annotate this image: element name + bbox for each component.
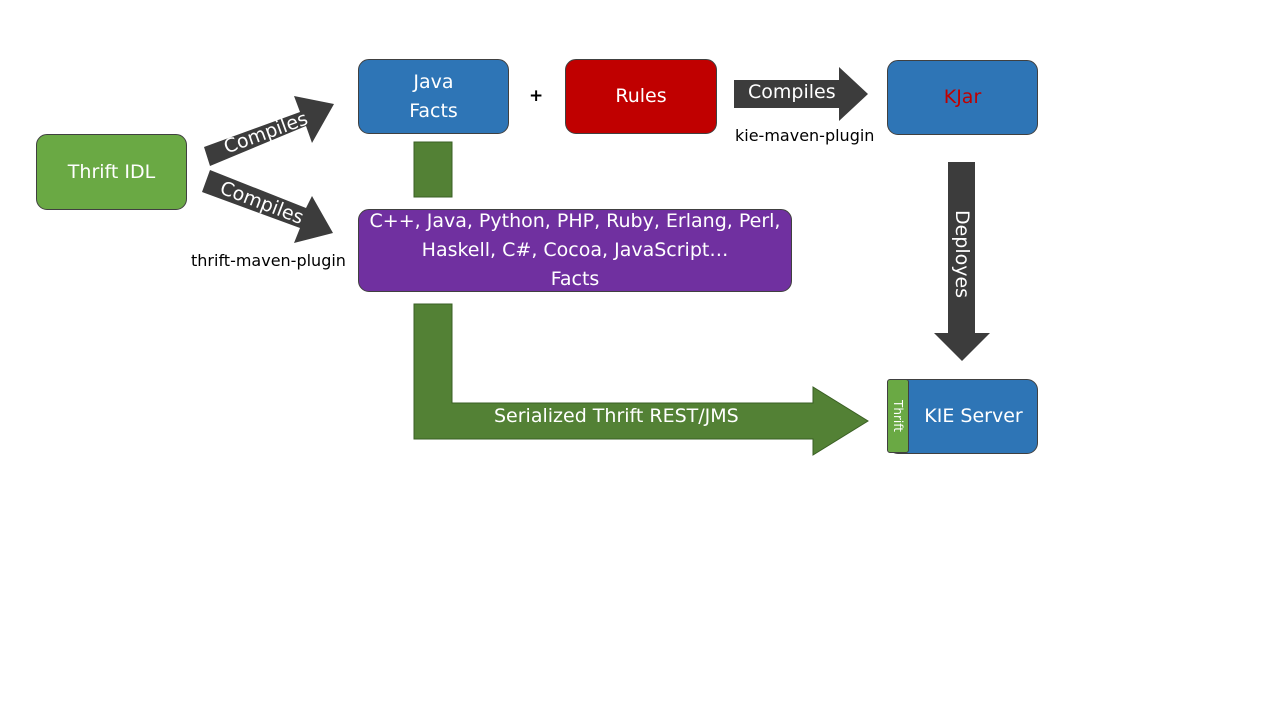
compiles-right-arrow xyxy=(734,67,868,121)
multi-language-line2: Haskell, C#, Cocoa, JavaScript… xyxy=(421,239,729,261)
multi-language-line3: Facts xyxy=(550,268,600,290)
kie-server-label: KIE Server xyxy=(924,405,1023,427)
thrift-idl-label: Thrift IDL xyxy=(67,160,156,183)
multi-language-facts-node: C++, Java, Python, PHP, Ruby, Erlang, Pe… xyxy=(358,209,792,292)
multi-language-line1: C++, Java, Python, PHP, Ruby, Erlang, Pe… xyxy=(369,210,781,232)
deploys-arrow xyxy=(934,162,990,361)
kie-maven-plugin-label: kie-maven-plugin xyxy=(735,126,875,145)
thrift-tab: Thrift xyxy=(887,379,909,453)
compiles-right-label: Compiles xyxy=(748,81,836,103)
java-facts-node: Java Facts xyxy=(358,59,509,134)
rules-label: Rules xyxy=(615,85,667,107)
serialized-arrow xyxy=(413,303,869,456)
java-facts-line2: Facts xyxy=(409,99,458,122)
compiles-up-arrow xyxy=(204,96,334,166)
compiles-down-arrow xyxy=(202,170,333,243)
thrift-tab-label: Thrift xyxy=(891,400,905,432)
thrift-idl-node: Thrift IDL xyxy=(36,134,187,210)
rules-node: Rules xyxy=(565,59,717,134)
java-facts-connector xyxy=(413,141,453,198)
deploys-label: Deployes xyxy=(951,209,973,299)
kie-server-node: KIE Server xyxy=(887,379,1038,454)
kjar-label: KJar xyxy=(943,86,982,108)
kjar-node: KJar xyxy=(887,60,1038,135)
thrift-maven-plugin-label: thrift-maven-plugin xyxy=(191,251,346,270)
serialized-label: Serialized Thrift REST/JMS xyxy=(494,405,739,427)
plus-sign: + xyxy=(529,86,544,106)
java-facts-line1: Java xyxy=(413,70,454,93)
